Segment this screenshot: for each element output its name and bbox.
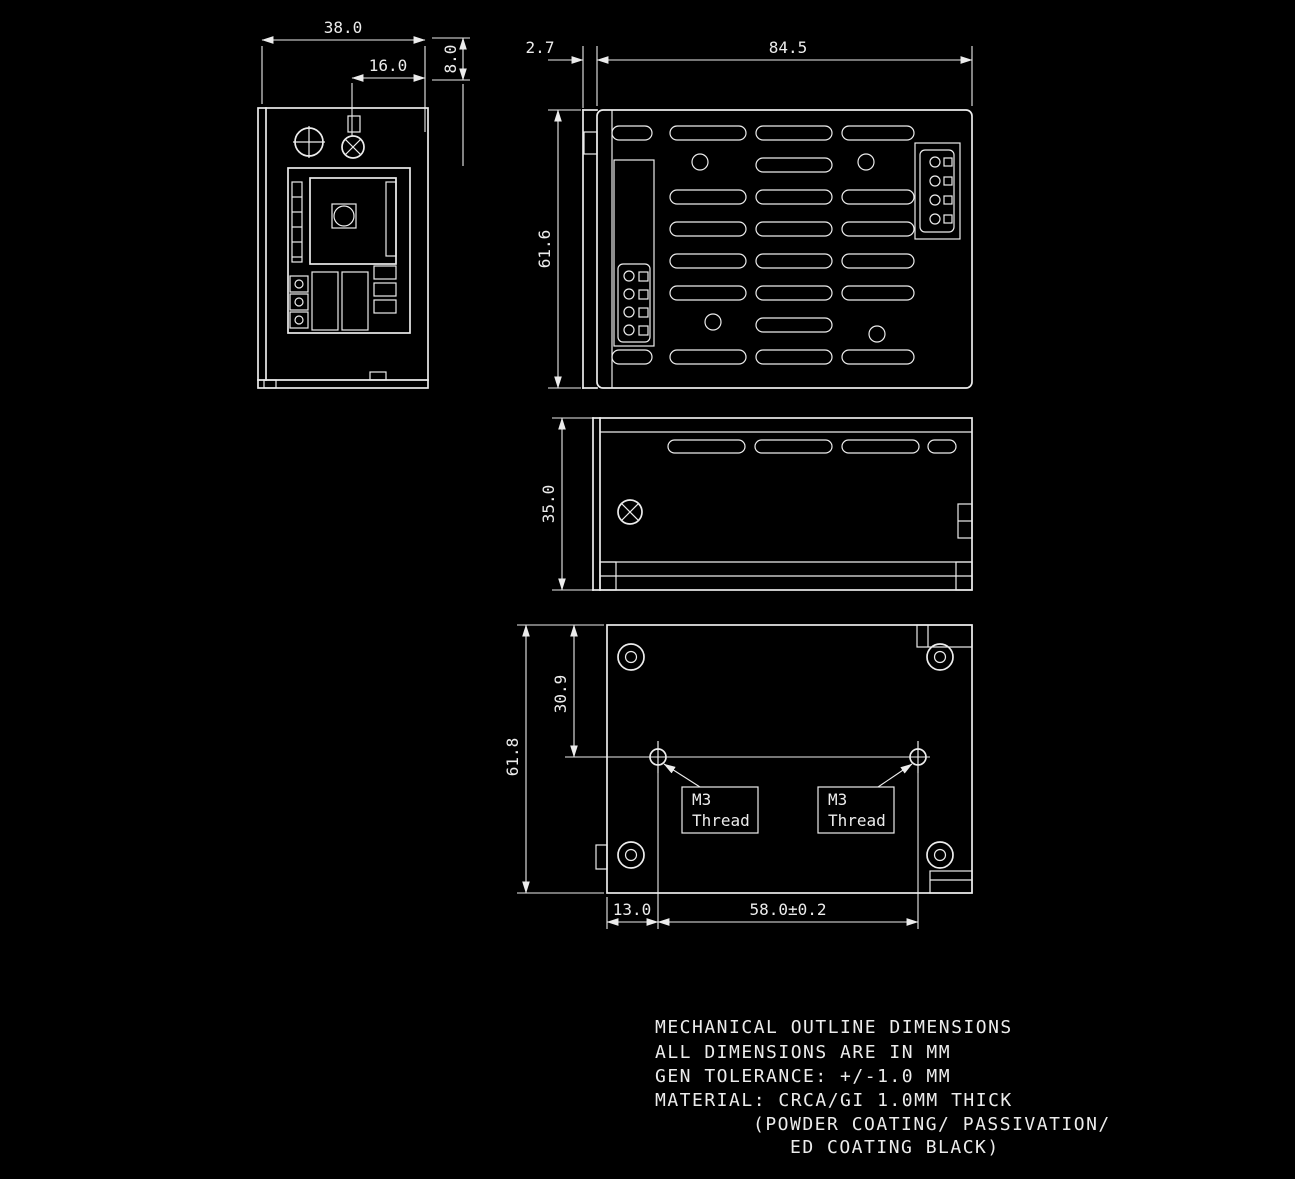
side-outline: [599, 417, 973, 591]
dim-label-side-height: 35.0: [539, 485, 558, 524]
note-line-6: ED COATING BLACK): [790, 1137, 1000, 1158]
dim-side-height: 35.0: [539, 417, 596, 591]
front-component-hole: [333, 205, 355, 227]
note-line-5: (POWDER COATING/ PASSIVATION/: [753, 1114, 1111, 1135]
top-output-connector: [914, 142, 961, 240]
front-potentiometer: [293, 126, 325, 158]
note-line-1: MECHANICAL OUTLINE DIMENSIONS: [655, 1017, 1013, 1038]
bottom-m3-hole-right: [909, 741, 927, 773]
dim-label-bottom-half: 30.9: [551, 675, 570, 714]
side-vent-slots: [667, 439, 957, 454]
dim-bottom-offset: 13.0: [606, 773, 919, 929]
front-screw: [341, 115, 365, 159]
m3-thread-callout-left: M3 Thread: [663, 763, 759, 834]
note-line-4: MATERIAL: CRCA/GI 1.0MM THICK: [655, 1090, 1013, 1111]
dim-label-front-depth: 8.0: [441, 45, 460, 74]
top-vent-slots: [611, 125, 915, 365]
dim-label-top-height: 61.6: [535, 230, 554, 269]
dim-front-width: 38.0: [261, 18, 426, 132]
dim-top-height: 61.6: [535, 109, 581, 389]
note-line-2: ALL DIMENSIONS ARE IN MM: [655, 1042, 951, 1063]
dim-bottom-half: 30.9: [517, 624, 604, 758]
dim-label-top-offset: 2.7: [526, 38, 555, 57]
top-outline: [596, 109, 973, 389]
dim-label-bottom-span: 58.0±0.2: [749, 900, 826, 919]
dim-bottom-span: 58.0±0.2: [657, 900, 919, 926]
bottom-m3-hole-left: [649, 741, 667, 773]
dim-label-top-width: 84.5: [769, 38, 808, 57]
dim-front-depth: 8.0: [432, 37, 470, 166]
m3-label-right-line1: M3: [828, 790, 847, 809]
dim-bottom-height: 61.8: [503, 624, 604, 894]
m3-label-left-line1: M3: [692, 790, 711, 809]
front-heatsink: [291, 181, 303, 263]
side-view: 35.0: [539, 417, 973, 591]
drawing-notes: MECHANICAL OUTLINE DIMENSIONS ALL DIMENS…: [655, 1017, 1111, 1158]
m3-thread-callout-right: M3 Thread: [817, 763, 913, 834]
front-view: 38.0 16.0 8.0: [257, 18, 470, 389]
dim-label-front-width: 38.0: [324, 18, 363, 37]
m3-label-left-line2: Thread: [692, 811, 750, 830]
dim-label-bottom-offset: 13.0: [613, 900, 652, 919]
dim-label-front-inner: 16.0: [369, 56, 408, 75]
bottom-view: M3 Thread M3 Thread 30.9 61.8 13.0: [503, 624, 973, 929]
bottom-mounting-holes: [617, 643, 954, 869]
front-chassis: [287, 167, 411, 334]
side-screw: [617, 499, 643, 525]
dim-label-bottom-height: 61.8: [503, 738, 522, 777]
dim-front-inner: 16.0: [351, 56, 426, 136]
m3-label-right-line2: Thread: [828, 811, 886, 830]
note-line-3: GEN TOLERANCE: +/-1.0 MM: [655, 1066, 951, 1087]
front-outline: [257, 107, 429, 389]
front-terminal-block: [289, 275, 309, 329]
bottom-outline: [606, 624, 973, 894]
dim-top-width: 84.5: [596, 38, 973, 106]
top-view: 2.7 84.5 61.6: [526, 38, 973, 389]
dim-top-offset: 2.7: [526, 38, 584, 108]
top-input-connector: [613, 159, 655, 347]
